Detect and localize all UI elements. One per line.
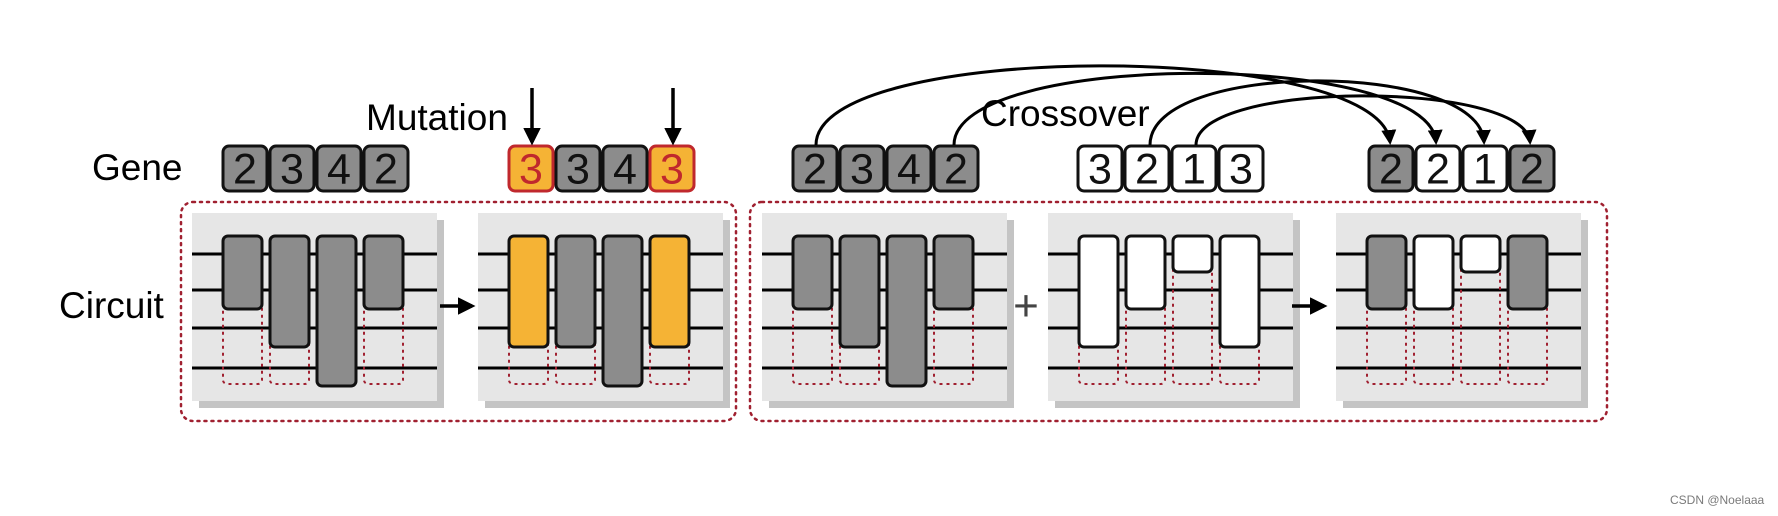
- gene-row-label: Gene: [92, 147, 183, 188]
- gene-value: 2: [944, 146, 968, 194]
- gene-cell: [1508, 144, 1556, 193]
- gene-value: 2: [1426, 146, 1450, 194]
- gate-block: [362, 234, 405, 311]
- plus-sign: +: [1013, 282, 1039, 331]
- watermark: CSDN @Noelaaa: [1670, 493, 1765, 507]
- gene-cell: [601, 144, 649, 193]
- gene-cell: [554, 144, 602, 193]
- gate-block: [1365, 234, 1408, 311]
- gene-cell: [221, 144, 269, 193]
- gene-value: 3: [280, 146, 304, 194]
- gate-block: [1171, 234, 1214, 274]
- gate-block: [221, 234, 264, 311]
- gene-value: 3: [519, 146, 543, 194]
- mutation-group-frame: [179, 200, 738, 423]
- gate-block: [315, 234, 358, 388]
- gate-block: [648, 234, 691, 349]
- circuit-mutated: [478, 213, 730, 408]
- circuit-row-label: Circuit: [59, 285, 165, 326]
- gene-cell: [1170, 144, 1218, 193]
- gate-block: [838, 234, 881, 349]
- gate-block: [885, 234, 928, 388]
- gene-value: 3: [660, 146, 684, 194]
- gene-value: 4: [327, 146, 351, 194]
- gene-value: 2: [1135, 146, 1159, 194]
- gene-cell: [1367, 144, 1415, 193]
- gene-cell: [1461, 144, 1509, 193]
- gene-value: 4: [613, 146, 637, 194]
- gene-value: 3: [566, 146, 590, 194]
- gene-cell: [268, 144, 316, 193]
- gene-value: 3: [850, 146, 874, 194]
- gate-block: [932, 234, 975, 311]
- crossover-curve-2: [952, 71, 1443, 146]
- gate-block: [1459, 234, 1502, 274]
- gene-cell: [507, 144, 555, 193]
- gene-cell: [1123, 144, 1171, 193]
- gene-cell: [932, 144, 980, 193]
- gate-block: [1077, 234, 1120, 349]
- gate-block: [1218, 234, 1261, 349]
- gene-value: 3: [1088, 146, 1112, 194]
- gate-block: [507, 234, 550, 349]
- gene-value: 2: [233, 146, 257, 194]
- gate-block: [1412, 234, 1455, 311]
- gene-cell: [1217, 144, 1265, 193]
- circuit-offspring: [1336, 213, 1588, 408]
- crossover-curve-1: [814, 64, 1397, 146]
- gene-value: 2: [1520, 146, 1544, 194]
- gene-cell: [791, 144, 839, 193]
- crossover-curve-3: [1148, 79, 1491, 146]
- gene-cell: [885, 144, 933, 193]
- gene-cell: [1414, 144, 1462, 193]
- gene-cell: [315, 144, 363, 193]
- gene-value: 1: [1182, 146, 1206, 194]
- crossover-curve-4: [1194, 94, 1537, 146]
- gate-block: [1124, 234, 1167, 311]
- gene-value: 3: [1229, 146, 1253, 194]
- circuit-parent-a: [762, 213, 1014, 408]
- circuit-parent-b: [1048, 213, 1300, 408]
- gene-cell: [648, 144, 696, 193]
- mutation-label: Mutation: [366, 97, 508, 138]
- gene-value: 2: [1379, 146, 1403, 194]
- gene-cell: [1076, 144, 1124, 193]
- gate-block: [791, 234, 834, 311]
- gene-value: 1: [1473, 146, 1497, 194]
- crossover-label: Crossover: [981, 93, 1150, 134]
- gate-block: [1506, 234, 1549, 311]
- gene-cell: [362, 144, 410, 193]
- gate-block: [601, 234, 644, 388]
- gene-value: 2: [803, 146, 827, 194]
- gate-block: [268, 234, 311, 349]
- gate-block: [554, 234, 597, 349]
- gene-value: 2: [374, 146, 398, 194]
- gene-value: 4: [897, 146, 921, 194]
- gene-cell: [838, 144, 886, 193]
- circuit-original: [192, 213, 444, 408]
